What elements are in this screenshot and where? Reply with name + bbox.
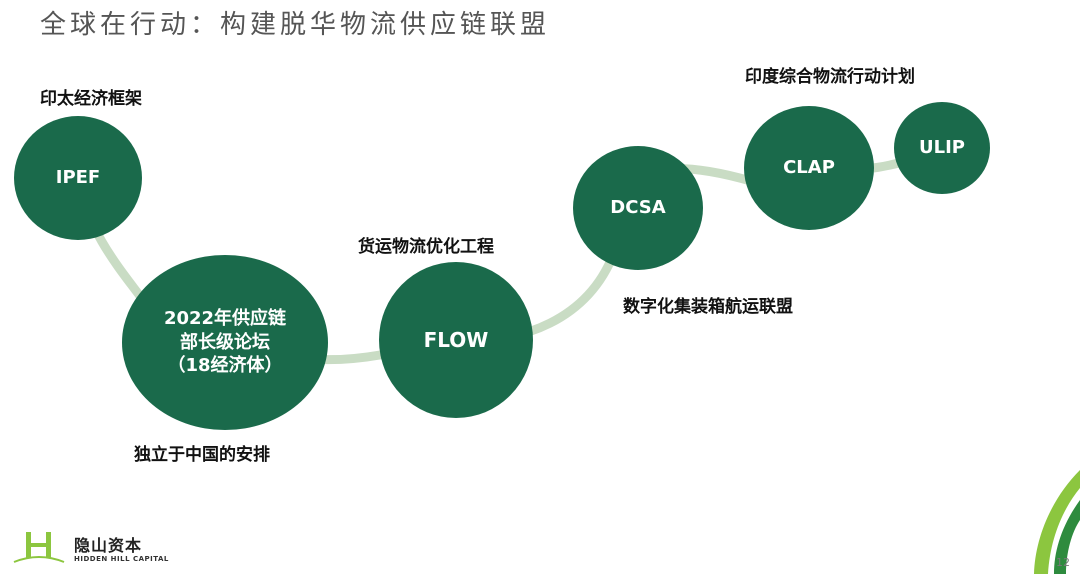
forum-line-3: （18经济体） <box>167 355 283 377</box>
flow-label: 货运物流优化工程 <box>358 237 494 257</box>
dcsa-node: DCSA <box>573 146 703 270</box>
india-plan-label: 印度综合物流行动计划 <box>745 67 915 87</box>
corner-leaf-decoration <box>1034 470 1080 574</box>
forum-line-1: 2022年供应链 <box>163 308 287 330</box>
ipef-label: 印太经济框架 <box>40 89 142 109</box>
ulip-node: ULIP <box>894 102 990 194</box>
clap-node: CLAP <box>744 106 874 230</box>
forum-label: 独立于中国的安排 <box>134 445 270 465</box>
hidden-hill-logo-icon <box>13 532 65 563</box>
flow-node: FLOW <box>379 262 533 418</box>
page-number: 12 <box>1056 556 1070 569</box>
forum-node: 2022年供应链 部长级论坛 （18经济体） <box>122 255 328 430</box>
logo-english-name: HIDDEN HILL CAPITAL <box>74 555 169 563</box>
logo-chinese-name: 隐山资本 <box>74 536 143 555</box>
page-title: 全球在行动：构建脱华物流供应链联盟 <box>40 10 551 40</box>
forum-line-2: 部长级论坛 <box>179 331 270 353</box>
ipef-node: IPEF <box>14 116 142 240</box>
dcsa-label: 数字化集装箱航运联盟 <box>623 297 793 317</box>
